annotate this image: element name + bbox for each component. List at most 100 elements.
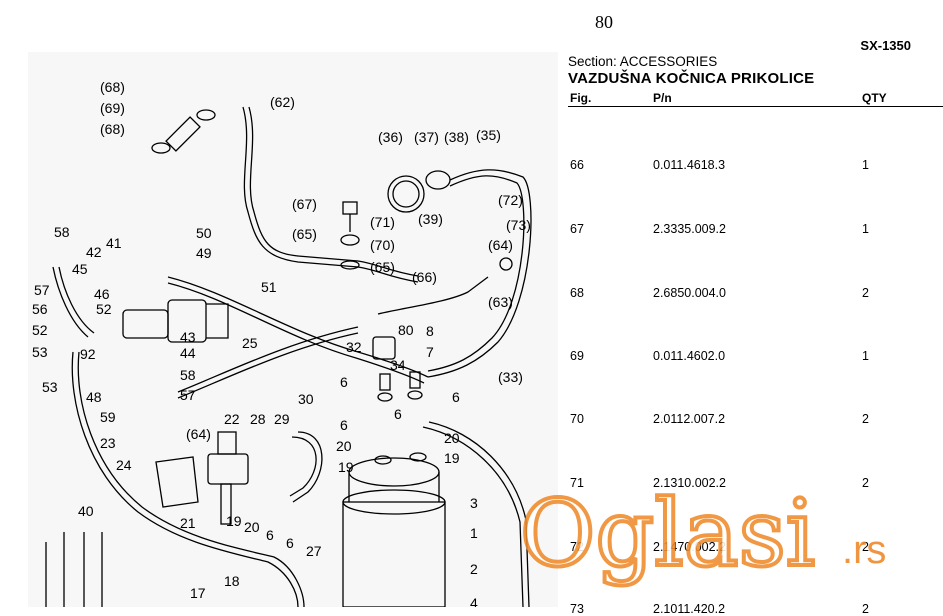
cell-fig: 66 — [570, 158, 584, 172]
exploded-view-drawing: (68)(69)(68)(62)(36)(37)(38)(35)(67)(65)… — [32, 79, 532, 607]
cell-pn: 2.1470.002.2 — [653, 540, 726, 554]
section-line: Section: ACCESSORIES — [568, 54, 718, 69]
callout-label: 30 — [298, 391, 314, 407]
callout-label: 22 — [224, 411, 240, 427]
cell-pn: 2.1011.420.2 — [653, 602, 726, 616]
callout-label: 50 — [196, 225, 212, 241]
callout-label: 56 — [32, 301, 48, 317]
callout-label: 6 — [286, 535, 294, 551]
callout-label: 2 — [470, 561, 478, 577]
callout-label: 6 — [266, 527, 274, 543]
callout-label: 18 — [224, 573, 240, 589]
cell-pn: 2.1310.002.2 — [653, 476, 726, 490]
callout-label: 59 — [100, 409, 116, 425]
cell-pn: 0.011.4618.3 — [653, 158, 726, 172]
callout-label: 34 — [390, 357, 406, 373]
cell-fig: 68 — [570, 286, 584, 300]
cell-pn: 0.011.4602.0 — [653, 349, 726, 363]
callout-label: 25 — [242, 335, 258, 351]
callout-label: (63) — [488, 294, 513, 310]
callout-label: 20 — [444, 430, 460, 446]
callout-label: 41 — [106, 235, 122, 251]
callout-label: 6 — [394, 406, 402, 422]
callout-label: (38) — [444, 129, 469, 145]
cell-qty: 1 — [862, 158, 869, 172]
callout-label: 53 — [32, 344, 48, 360]
callout-label: 28 — [250, 411, 266, 427]
cell-qty: 2 — [862, 412, 869, 426]
callout-label: 6 — [452, 389, 460, 405]
callout-label: 40 — [78, 503, 94, 519]
page-number: 80 — [595, 12, 613, 32]
callout-label: 24 — [116, 457, 132, 473]
section-title: VAZDUŠNA KOČNICA PRIKOLICE — [568, 70, 815, 87]
callout-label: 52 — [32, 322, 48, 338]
callout-label: (64) — [488, 237, 513, 253]
callout-label: 17 — [190, 585, 206, 601]
cell-qty: 2 — [862, 602, 869, 616]
callout-label: 48 — [86, 389, 102, 405]
callout-label: 21 — [180, 515, 196, 531]
header-qty: QTY — [862, 91, 887, 105]
callout-label: 20 — [336, 438, 352, 454]
cell-fig: 73 — [570, 602, 584, 616]
callout-label: 57 — [180, 387, 196, 403]
callout-label: (65) — [292, 226, 317, 242]
model-code: SX-1350 — [860, 38, 911, 53]
callout-label: 42 — [86, 244, 102, 260]
callout-label: 58 — [180, 367, 196, 383]
callout-label: 19 — [444, 450, 460, 466]
cell-fig: 72 — [570, 540, 584, 554]
callout-label: (68) — [100, 121, 125, 137]
callout-label: (66) — [412, 269, 437, 285]
callout-label: 57 — [34, 282, 50, 298]
callout-label: (73) — [506, 217, 531, 233]
callout-label: 4 — [470, 595, 478, 607]
header-pn: P/n — [653, 91, 672, 105]
callout-label: 58 — [54, 224, 70, 240]
table-header: Fig. P/n QTY — [568, 90, 943, 107]
callout-label: (68) — [100, 79, 125, 95]
cell-qty: 1 — [862, 222, 869, 236]
callout-label: (36) — [378, 129, 403, 145]
cell-fig: 71 — [570, 476, 584, 490]
cell-fig: 70 — [570, 412, 584, 426]
cell-qty: 2 — [862, 476, 869, 490]
callout-label: (72) — [498, 192, 523, 208]
callout-label: 29 — [274, 411, 290, 427]
callout-label: 32 — [346, 339, 362, 355]
callout-label: (64) — [186, 426, 211, 442]
callout-label: 27 — [306, 543, 322, 559]
callout-label: 6 — [340, 374, 348, 390]
header-fig: Fig. — [570, 91, 592, 105]
cell-fig: 69 — [570, 349, 584, 363]
callout-label: 8 — [426, 323, 434, 339]
cell-pn: 2.3335.009.2 — [653, 222, 726, 236]
callout-label: (62) — [270, 94, 295, 110]
callout-label: (67) — [292, 196, 317, 212]
callout-label: (69) — [100, 100, 125, 116]
callout-label: 1 — [470, 525, 478, 541]
callout-label: 92 — [80, 346, 96, 362]
callout-label: (65) — [370, 259, 395, 275]
cell-qty: 1 — [862, 349, 869, 363]
callout-label: (71) — [370, 214, 395, 230]
parts-diagram: (68)(69)(68)(62)(36)(37)(38)(35)(67)(65)… — [28, 52, 558, 607]
callout-label: 44 — [180, 345, 196, 361]
cell-pn: 2.6850.004.0 — [653, 286, 726, 300]
cell-qty: 2 — [862, 286, 869, 300]
callout-label: 6 — [340, 417, 348, 433]
callout-label: (35) — [476, 127, 501, 143]
callout-label: 46 — [94, 286, 110, 302]
cell-fig: 67 — [570, 222, 584, 236]
callout-label: (70) — [370, 237, 395, 253]
cell-qty: 2 — [862, 540, 869, 554]
callout-label: 19 — [338, 459, 354, 475]
callout-label: 49 — [196, 245, 212, 261]
callout-label: 19 — [226, 513, 242, 529]
callout-label: (39) — [418, 211, 443, 227]
callout-label: 7 — [426, 344, 434, 360]
callout-label: 52 — [96, 301, 112, 317]
callout-label: 45 — [72, 261, 88, 277]
callout-label: 80 — [398, 322, 414, 338]
